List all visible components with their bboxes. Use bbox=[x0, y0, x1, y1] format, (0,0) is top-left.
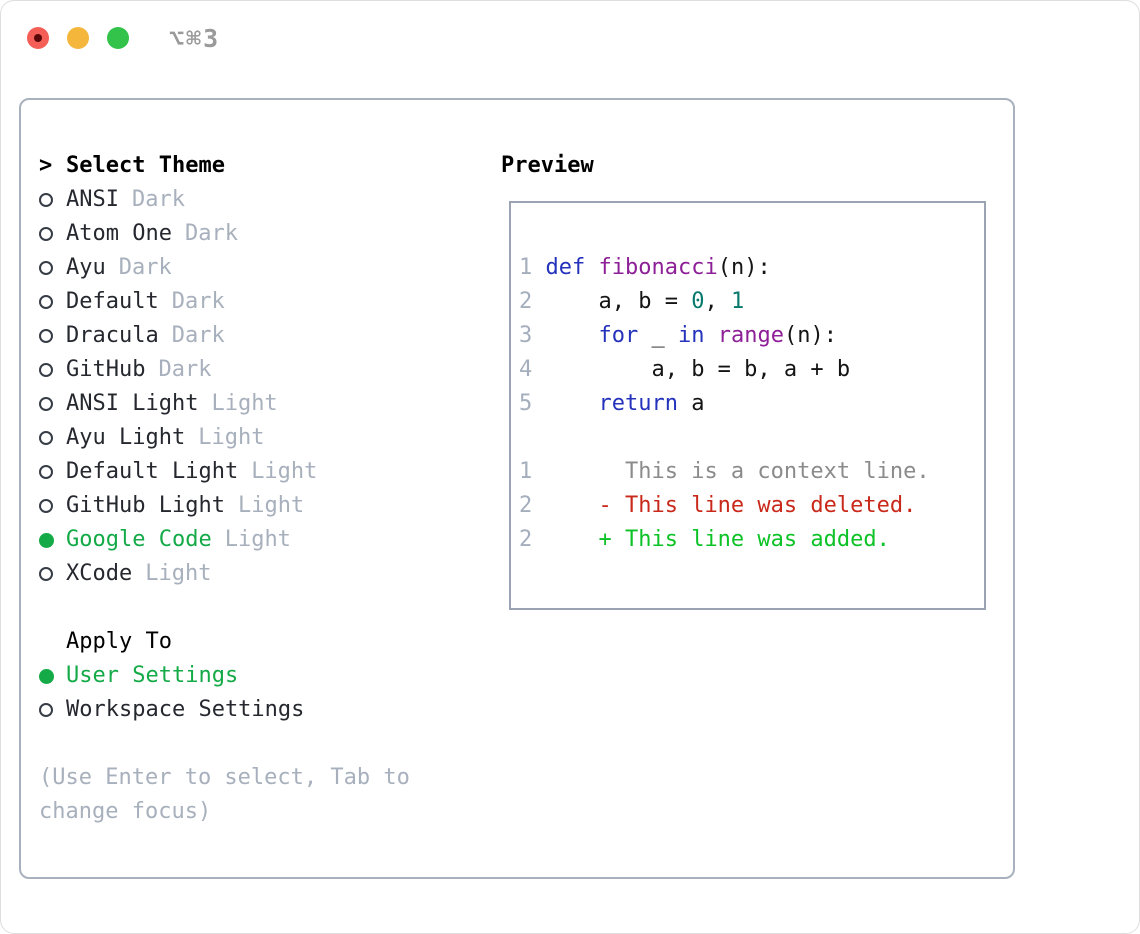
option-label: Ayu Light bbox=[66, 425, 186, 450]
radio-icon bbox=[39, 465, 66, 479]
line-number: 5 bbox=[519, 391, 546, 416]
radio-selected-icon bbox=[39, 532, 66, 548]
titlebar: ⌥⌘3 bbox=[27, 24, 220, 53]
option-variant-label: Dark bbox=[184, 221, 238, 246]
option-label: Atom One bbox=[66, 221, 172, 246]
theme-option-dracula-dark[interactable]: Dracula Dark bbox=[39, 319, 489, 353]
option-label: Google Code bbox=[66, 527, 212, 552]
option-label: XCode bbox=[66, 561, 133, 586]
line-number: 1 bbox=[519, 255, 546, 280]
theme-option-default-dark[interactable]: Default Dark bbox=[39, 285, 489, 319]
radio-icon bbox=[39, 227, 66, 241]
radio-icon bbox=[39, 295, 66, 309]
preview-panel: 1 def fibonacci(n): 2 a, b = 0, 1 3 for _ … bbox=[509, 201, 986, 610]
hint-text-line1: (Use Enter to select, Tab to bbox=[39, 765, 410, 790]
option-variant-label: Dark bbox=[171, 289, 225, 314]
theme-option-ansi-dark[interactable]: ANSI Dark bbox=[39, 183, 489, 217]
theme-option-github-light-light[interactable]: GitHub Light Light bbox=[39, 489, 489, 523]
line-number: 2 bbox=[519, 289, 546, 314]
option-variant-label: Light bbox=[224, 527, 291, 552]
radio-icon bbox=[39, 193, 66, 207]
apply-option-workspace-settings[interactable]: Workspace Settings bbox=[39, 693, 489, 727]
theme-option-ayu-dark[interactable]: Ayu Dark bbox=[39, 251, 489, 285]
apply-to-title: Apply To bbox=[66, 629, 172, 654]
line-number: 2 bbox=[519, 527, 546, 552]
option-variant-label: Light bbox=[198, 425, 265, 450]
option-label: Workspace Settings bbox=[66, 697, 305, 722]
code-line: 1 This is a context line. bbox=[519, 459, 930, 484]
code-line: 1 def fibonacci(n): bbox=[519, 255, 771, 280]
code-preview: 1 def fibonacci(n): 2 a, b = 0, 1 3 for _ … bbox=[511, 203, 984, 557]
option-variant-label: Light bbox=[211, 391, 278, 416]
radio-icon bbox=[39, 703, 66, 717]
code-line: 2 a, b = 0, 1 bbox=[519, 289, 745, 314]
option-label: ANSI bbox=[66, 187, 119, 212]
option-variant-label: Light bbox=[145, 561, 212, 586]
code-line: 5 return a bbox=[519, 391, 705, 416]
option-variant-label: Dark bbox=[158, 357, 212, 382]
radio-icon bbox=[39, 329, 66, 343]
theme-option-default-light-light[interactable]: Default Light Light bbox=[39, 455, 489, 489]
preview-title: Preview bbox=[501, 153, 594, 178]
cursor-arrow-icon: > bbox=[39, 153, 53, 178]
apply-option-user-settings[interactable]: User Settings bbox=[39, 659, 489, 693]
zoom-button[interactable] bbox=[107, 27, 129, 49]
spacer bbox=[39, 727, 489, 761]
spacer bbox=[39, 591, 489, 625]
code-line: 3 for _ in range(n): bbox=[519, 323, 837, 348]
option-variant-label: Dark bbox=[118, 255, 172, 280]
radio-icon bbox=[39, 261, 66, 275]
radio-icon bbox=[39, 567, 66, 581]
theme-option-atom-one-dark[interactable]: Atom One Dark bbox=[39, 217, 489, 251]
line-number: 1 bbox=[519, 459, 546, 484]
hint-text-line2: change focus) bbox=[39, 799, 212, 824]
radio-icon bbox=[39, 499, 66, 513]
theme-option-xcode-light[interactable]: XCode Light bbox=[39, 557, 489, 591]
radio-icon bbox=[39, 431, 66, 445]
theme-option-google-code-light[interactable]: Google Code Light bbox=[39, 523, 489, 557]
option-variant-label: Light bbox=[251, 459, 318, 484]
theme-option-ansi-light-light[interactable]: ANSI Light Light bbox=[39, 387, 489, 421]
line-number: 3 bbox=[519, 323, 546, 348]
radio-icon bbox=[39, 397, 66, 411]
option-variant-label: Light bbox=[237, 493, 305, 518]
code-line: 4 a, b = b, a + b bbox=[519, 357, 851, 382]
close-button[interactable] bbox=[27, 27, 49, 49]
minimize-button[interactable] bbox=[67, 27, 89, 49]
code-line bbox=[519, 421, 984, 455]
window-title: ⌥⌘3 bbox=[169, 23, 221, 53]
option-label: Ayu bbox=[66, 255, 106, 280]
option-label: Default Light bbox=[66, 459, 239, 484]
option-variant-label: Dark bbox=[171, 323, 225, 348]
apply-to-header: Apply To bbox=[39, 625, 489, 659]
select-theme-title: Select Theme bbox=[66, 153, 225, 178]
option-label: ANSI Light bbox=[66, 391, 199, 416]
option-variant-label: Dark bbox=[131, 187, 185, 212]
radio-icon bbox=[39, 363, 66, 377]
code-line: 2 - This line was deleted. bbox=[519, 493, 917, 518]
option-label: GitHub Light bbox=[66, 493, 225, 518]
theme-option-ayu-light-light[interactable]: Ayu Light Light bbox=[39, 421, 489, 455]
code-line: 2 + This line was added. bbox=[519, 527, 890, 552]
line-number: 2 bbox=[519, 493, 546, 518]
option-label: Default bbox=[66, 289, 159, 314]
option-label: User Settings bbox=[66, 663, 239, 688]
line-number: 4 bbox=[519, 357, 546, 382]
option-label: GitHub bbox=[66, 357, 146, 382]
theme-option-github-dark[interactable]: GitHub Dark bbox=[39, 353, 489, 387]
option-label: Dracula bbox=[66, 323, 159, 348]
select-theme-header: > Select Theme bbox=[39, 149, 489, 183]
radio-selected-icon bbox=[39, 668, 66, 684]
line-number bbox=[519, 425, 532, 450]
